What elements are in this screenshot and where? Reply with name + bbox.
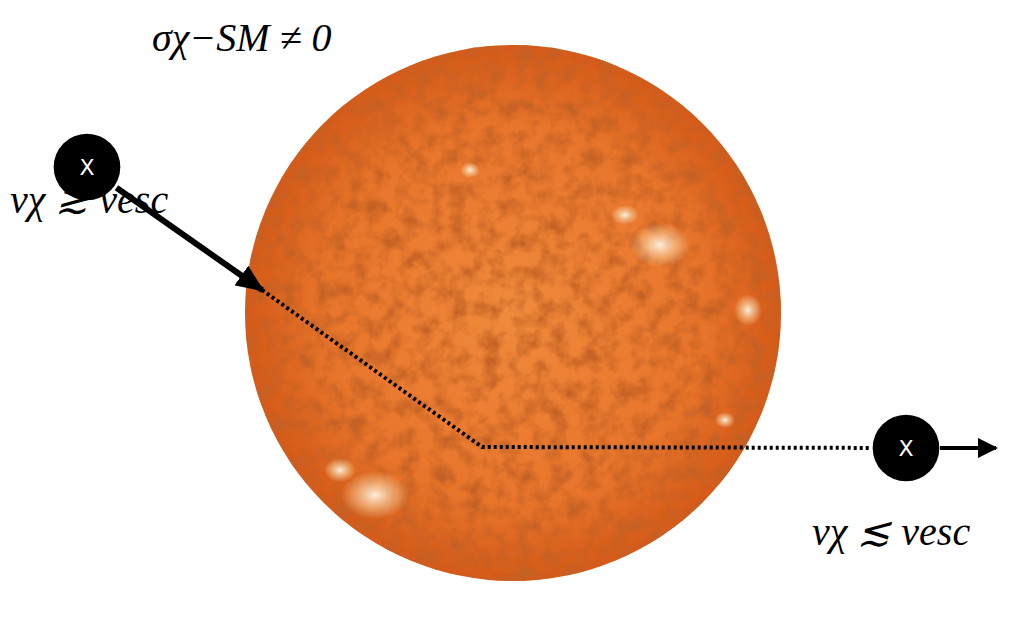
dotted-path [262, 290, 870, 448]
sun-disc [245, 45, 781, 581]
velocity-label: vχ ≲ vesc [812, 512, 970, 552]
particle-circle: X [872, 414, 940, 482]
particle-symbol: X [872, 414, 940, 482]
particle-trajectory [116, 188, 870, 448]
exit-arrow [940, 446, 996, 450]
bright-regions [324, 162, 762, 519]
velocity-label: vχ ≳ vesc [10, 180, 168, 220]
cross-section-label: σχ−SM ≠ 0 [152, 18, 332, 58]
